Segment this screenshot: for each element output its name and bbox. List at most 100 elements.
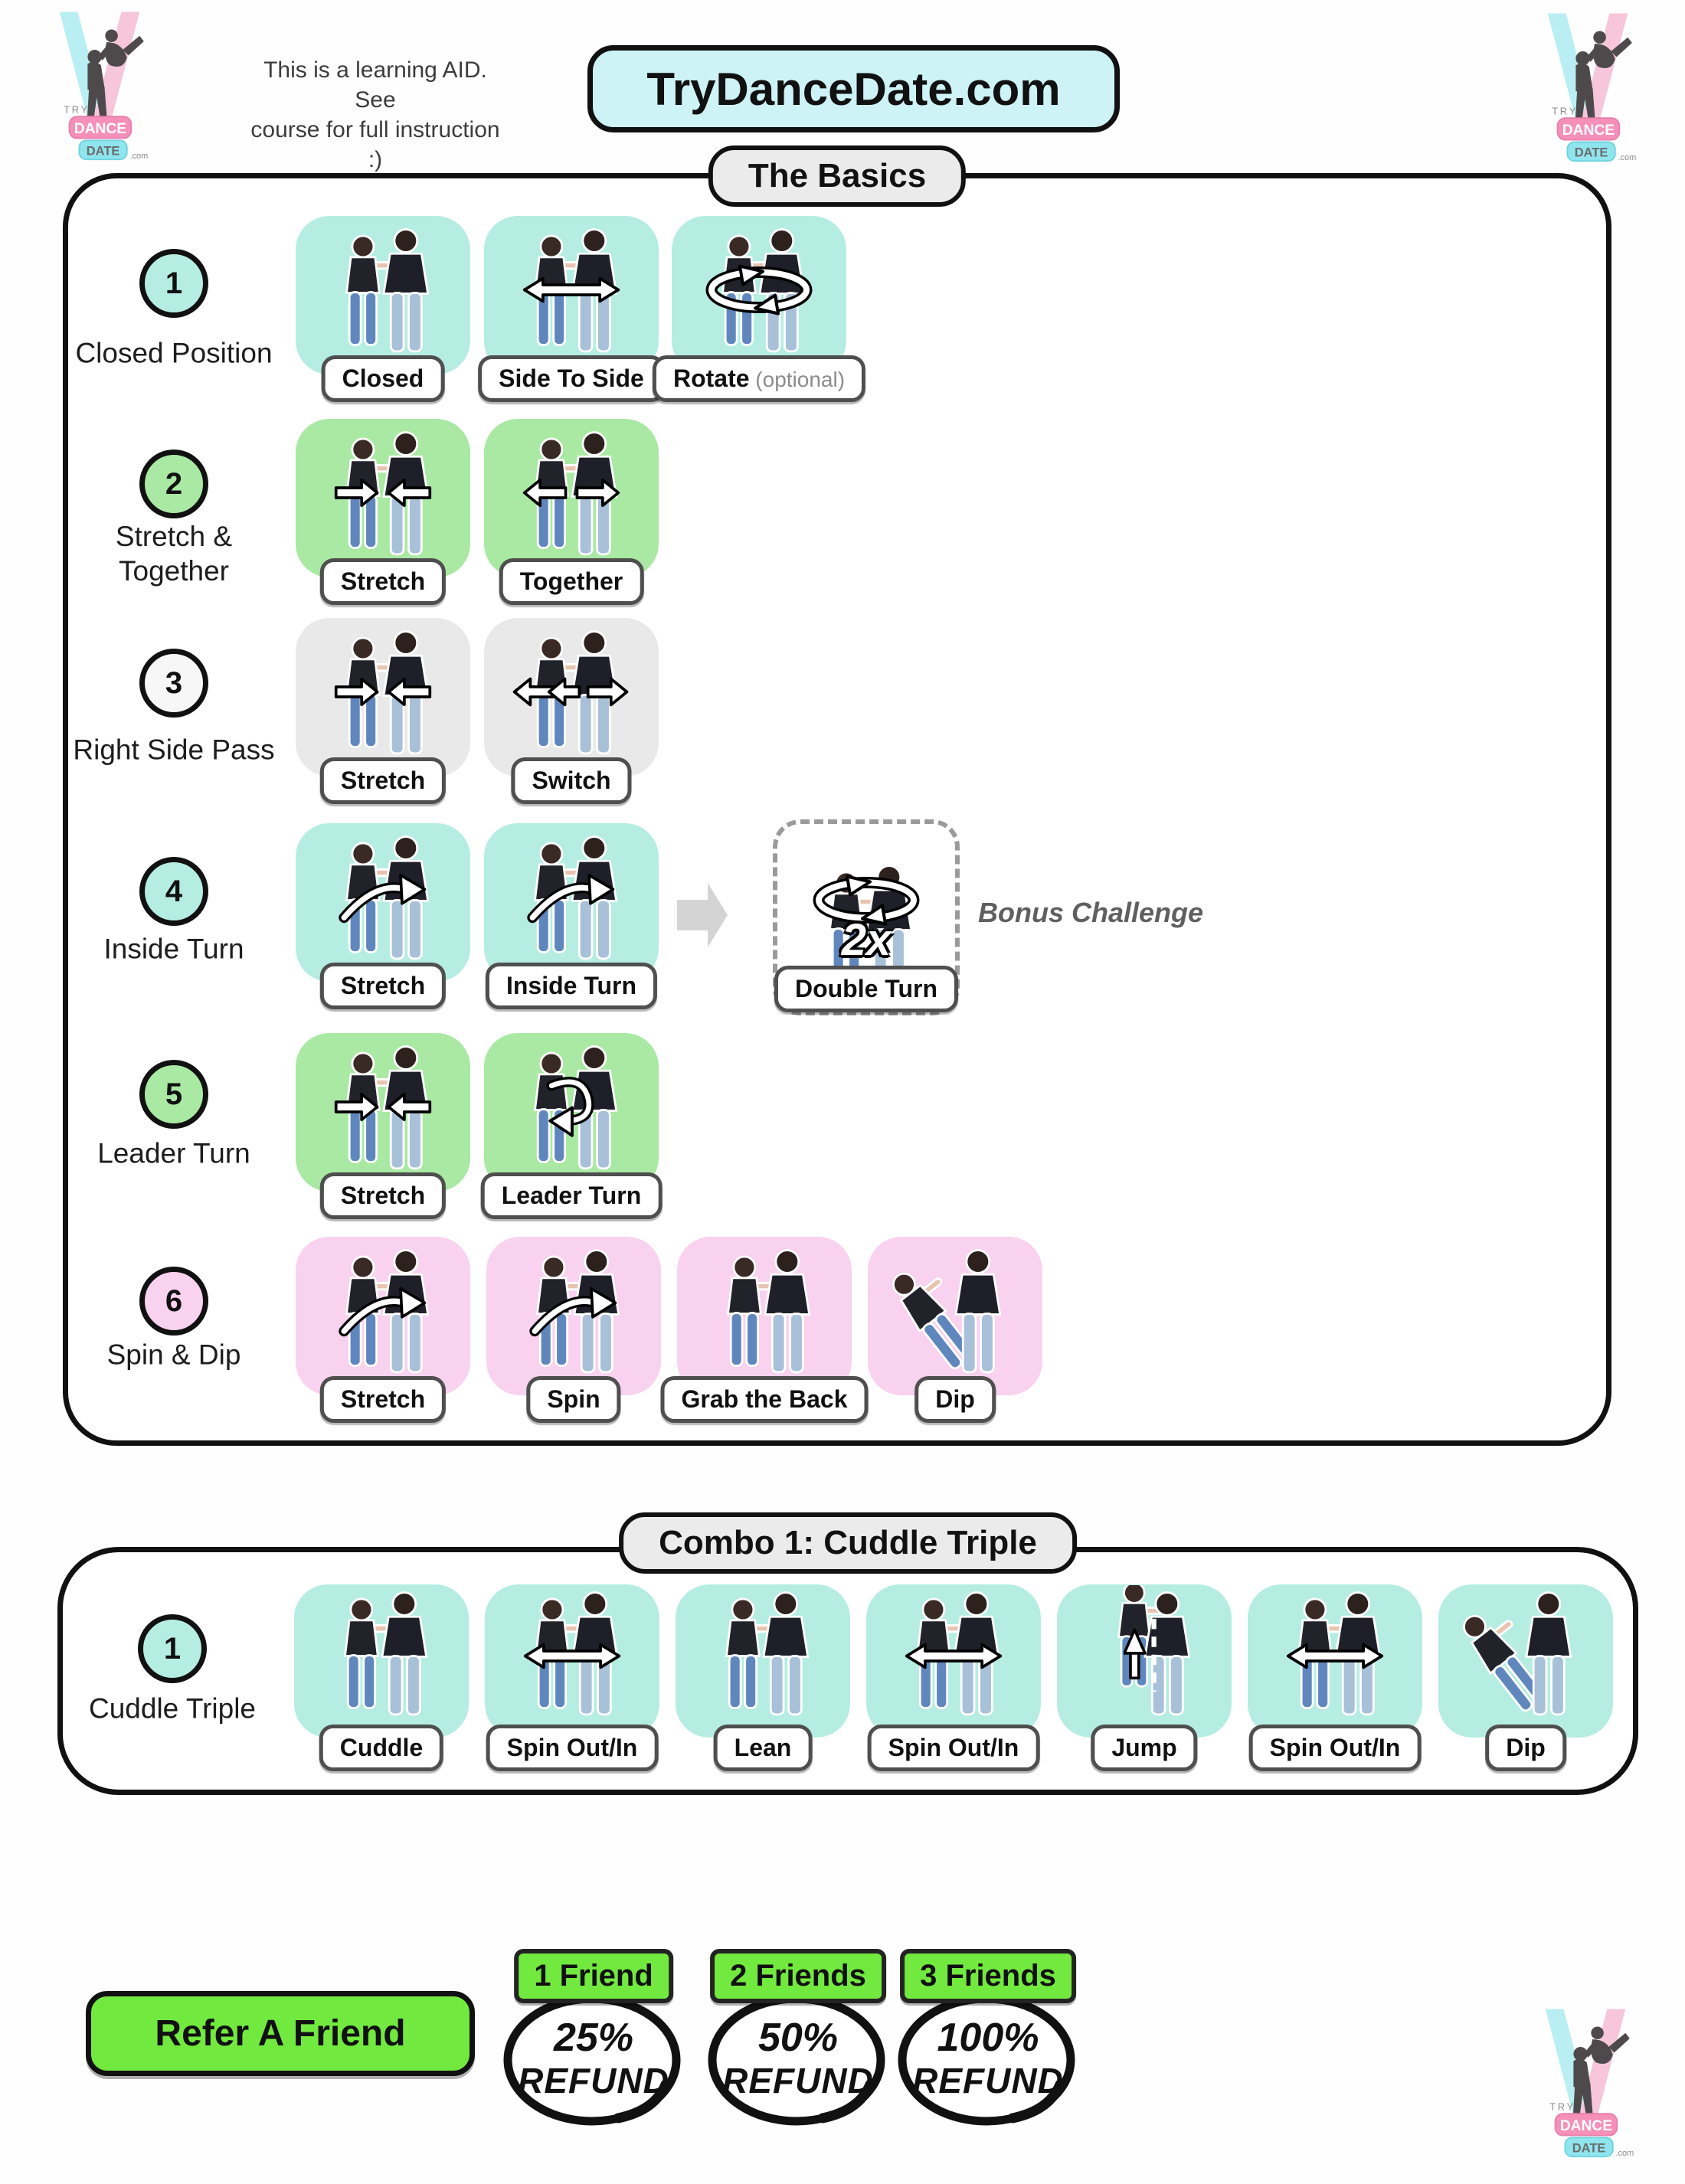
- move-card: Lean: [676, 1584, 850, 1771]
- move-card: Together: [484, 419, 659, 605]
- move-card: Dip: [1438, 1584, 1613, 1771]
- move-card: Closed: [296, 216, 470, 402]
- dancing-couple-photo: [535, 1249, 620, 1374]
- dancing-couple-photo: [533, 1045, 618, 1170]
- move-label: Dip: [1485, 1725, 1566, 1771]
- move-card: Inside Turn: [484, 823, 659, 1009]
- move-card: Spin Out/In: [485, 1584, 659, 1771]
- outward-motion-arrow-icon: [522, 476, 621, 514]
- move-label: Rotate (optional): [652, 355, 866, 402]
- friend-count-tag: 2 Friends: [710, 1949, 886, 2003]
- svg-text:DATE: DATE: [1575, 146, 1608, 160]
- refund-percent: 25%: [553, 2016, 634, 2060]
- double-h-motion-arrow-icon: [1285, 1640, 1385, 1677]
- move-label-suffix: (optional): [749, 368, 846, 391]
- inward-motion-arrow-icon: [333, 675, 433, 713]
- step-number-badge: 1: [139, 249, 208, 318]
- move-card: Grab the Back: [660, 1237, 869, 1423]
- dancing-couple-photo: [725, 1591, 810, 1716]
- step-title: Leader Turn: [97, 1137, 250, 1169]
- move-card: Spin Out/In: [866, 1584, 1041, 1771]
- refund-percent: 100%: [937, 2016, 1039, 2060]
- refund-word: REFUND: [518, 2061, 669, 2101]
- dancing-couple-photo: [345, 630, 430, 755]
- double-turn-count: 2x: [841, 915, 892, 965]
- svg-text:TRY: TRY: [64, 104, 90, 116]
- step-title: Inside Turn: [103, 933, 244, 965]
- move-card: Spin Out/In: [1248, 1584, 1422, 1771]
- move-label: Leader Turn: [480, 1172, 663, 1219]
- step-title: Stretch &Together: [115, 521, 233, 587]
- dancing-couple-photo: [892, 1249, 1002, 1374]
- move-card: Cuddle: [294, 1584, 469, 1771]
- svg-text:.com: .com: [1618, 153, 1636, 162]
- refer-a-friend-button[interactable]: Refer A Friend: [86, 1991, 475, 2076]
- svg-text:.com: .com: [1615, 2149, 1634, 2158]
- pass-motion-arrow-icon: [510, 675, 633, 713]
- header-note: This is a learning AID. See course for f…: [245, 55, 506, 175]
- svg-text:DATE: DATE: [87, 145, 120, 159]
- move-label: Stretch: [319, 1376, 447, 1423]
- move-label: Side To Side: [478, 355, 665, 402]
- step-number-badge: 2: [139, 450, 208, 518]
- refund-percent: 50%: [757, 2016, 839, 2060]
- step-number-badge: 6: [139, 1267, 208, 1336]
- move-label: Inside Turn: [485, 963, 658, 1009]
- inward-motion-arrow-icon: [333, 476, 433, 514]
- move-label: Stretch: [319, 558, 447, 605]
- step-title: Right Side Pass: [73, 734, 275, 766]
- move-card: Spin: [486, 1237, 661, 1423]
- curve-motion-arrow-icon: [528, 1280, 620, 1346]
- move-label: Spin Out/In: [867, 1725, 1040, 1771]
- combo-section-title: Combo 1: Cuddle Triple: [619, 1512, 1077, 1574]
- curve-motion-arrow-icon: [525, 866, 617, 933]
- bonus-right-block-arrow-icon: [677, 880, 729, 954]
- rotate-motion-arrow-icon: [809, 872, 924, 933]
- svg-text:DANCE: DANCE: [74, 121, 127, 137]
- double-h-motion-arrow-icon: [522, 1640, 622, 1677]
- double-h-motion-arrow-icon: [904, 1640, 1003, 1677]
- refund-word: REFUND: [722, 2061, 874, 2101]
- move-card: Stretch: [296, 419, 470, 605]
- step-number-badge: 3: [139, 649, 208, 718]
- refer-a-friend-label: Refer A Friend: [155, 2013, 406, 2054]
- svg-text:DATE: DATE: [1572, 2142, 1606, 2156]
- move-label: Stretch: [319, 1172, 447, 1219]
- double-h-motion-arrow-icon: [522, 273, 621, 311]
- site-title[interactable]: TryDanceDate.com: [587, 45, 1120, 132]
- header-note-line1: This is a learning AID. See: [263, 57, 487, 113]
- move-label: Double Turn: [774, 966, 959, 1012]
- move-card: Rotate (optional): [652, 216, 866, 402]
- step-number-badge: 4: [139, 857, 208, 926]
- dancing-couple-photo: [533, 630, 618, 755]
- move-label: Lean: [713, 1725, 813, 1771]
- refund-text: 100% REFUND: [896, 2016, 1080, 2102]
- inward-motion-arrow-icon: [333, 1090, 433, 1128]
- svg-text:DANCE: DANCE: [1560, 2118, 1613, 2134]
- dancing-couple-photo: [343, 1591, 428, 1716]
- move-label: Spin: [526, 1376, 621, 1423]
- move-card: Dip: [868, 1237, 1042, 1423]
- jump-motion-arrow-icon: [1123, 1613, 1165, 1703]
- brand-logo: TRY DANCE DATE .com: [1528, 9, 1647, 166]
- step-number-badge: 1: [138, 1614, 207, 1683]
- brand-logo: TRY DANCE DATE .com: [1526, 2005, 1645, 2162]
- move-card: Side To Side: [478, 216, 665, 402]
- move-card: Switch: [484, 618, 659, 804]
- dancing-couple-photo: [1463, 1591, 1572, 1716]
- svg-text:TRY: TRY: [1549, 2101, 1575, 2113]
- brand-logo: TRY DANCE DATE .com: [40, 8, 159, 165]
- move-label: Switch: [511, 757, 632, 804]
- move-card: Leader Turn: [480, 1033, 663, 1219]
- turn-motion-arrow-icon: [537, 1073, 606, 1146]
- move-label: Stretch: [319, 757, 447, 804]
- svg-text:.com: .com: [129, 152, 148, 161]
- move-card: Stretch: [296, 823, 470, 1009]
- move-card: Stretch: [296, 1033, 470, 1219]
- refund-text: 25% REFUND: [502, 2016, 685, 2102]
- refund-circle-icon: [895, 1993, 1081, 2138]
